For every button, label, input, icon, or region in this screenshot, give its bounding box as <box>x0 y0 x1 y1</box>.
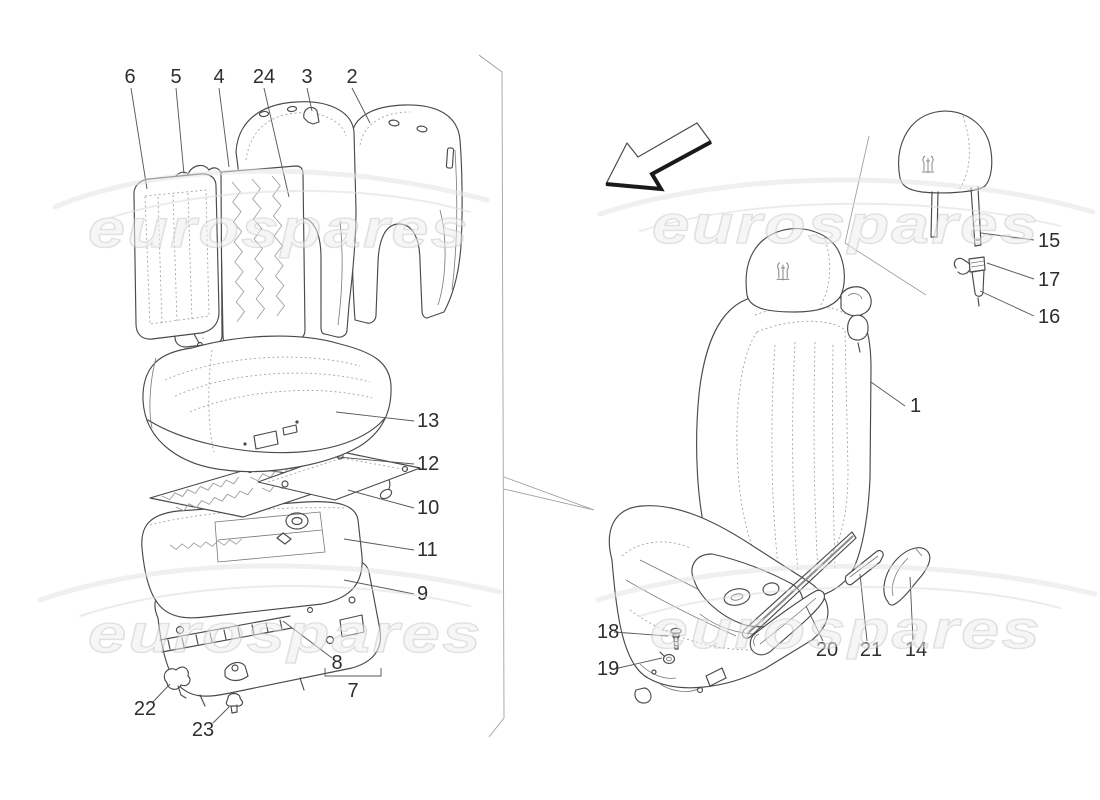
part-22-clip <box>163 666 191 699</box>
part-18-screw <box>670 627 682 650</box>
exploded-backrest-group <box>133 101 463 349</box>
callout-11: 11 <box>417 539 438 561</box>
callout-1: 1 <box>910 395 921 417</box>
callout-2: 2 <box>346 66 357 88</box>
seat-slide-rail <box>741 531 857 639</box>
callout-5: 5 <box>170 66 181 88</box>
watermark-top-left: eurospares <box>52 168 490 260</box>
callout-13: 13 <box>417 410 439 432</box>
callout-8: 8 <box>331 652 342 674</box>
seat-headrest <box>745 228 845 313</box>
callout-labels: 6 5 4 24 3 2 13 12 10 11 9 8 7 22 23 1 1… <box>124 66 1060 741</box>
watermark-text: eurospares <box>652 195 1040 255</box>
callout-23: 23 <box>192 719 214 741</box>
watermark-bottom-left: eurospares <box>37 563 503 665</box>
callout-4: 4 <box>213 66 224 88</box>
leader-lines <box>130 87 1035 724</box>
watermark-text: eurospares <box>88 199 470 259</box>
callout-17: 17 <box>1038 269 1060 291</box>
callout-20: 20 <box>816 639 838 661</box>
callout-18: 18 <box>597 621 619 643</box>
part-2-back-shell <box>350 104 463 324</box>
seat-belt-guide <box>840 286 872 353</box>
callout-9: 9 <box>417 583 428 605</box>
watermark-text: eurospares <box>650 600 1042 660</box>
seat-underframe <box>634 663 727 704</box>
direction-arrow-icon <box>605 122 712 192</box>
exploded-cushion-group <box>141 335 421 714</box>
part-16-guide-sleeve <box>971 269 985 307</box>
watermarks: eurospares eurospares eurospares eurospa… <box>37 168 1098 665</box>
callout-22: 22 <box>134 698 156 720</box>
part-17-guide-collar <box>953 256 986 275</box>
callout-19: 19 <box>597 658 619 680</box>
callout-21: 21 <box>860 639 882 661</box>
callout-16: 16 <box>1038 306 1060 328</box>
watermark-bottom-right: eurospares <box>595 563 1098 661</box>
spare-headrest-group <box>898 110 993 307</box>
part-19-clip <box>659 651 676 665</box>
callout-10: 10 <box>417 497 439 519</box>
part-13-seat-cushion <box>142 335 392 473</box>
watermark-top-right: eurospares <box>597 177 1096 256</box>
callout-14: 14 <box>905 639 927 661</box>
callout-12: 12 <box>417 453 439 475</box>
callout-15: 15 <box>1038 230 1060 252</box>
part-11-cushion-foam <box>141 501 363 619</box>
watermark-text: eurospares <box>88 604 483 664</box>
part-14-side-trim <box>883 547 931 606</box>
callout-24: 24 <box>253 66 275 88</box>
callout-3: 3 <box>301 66 312 88</box>
callout-6: 6 <box>124 66 135 88</box>
callout-7: 7 <box>347 680 358 702</box>
part-23-fastener <box>225 692 244 714</box>
